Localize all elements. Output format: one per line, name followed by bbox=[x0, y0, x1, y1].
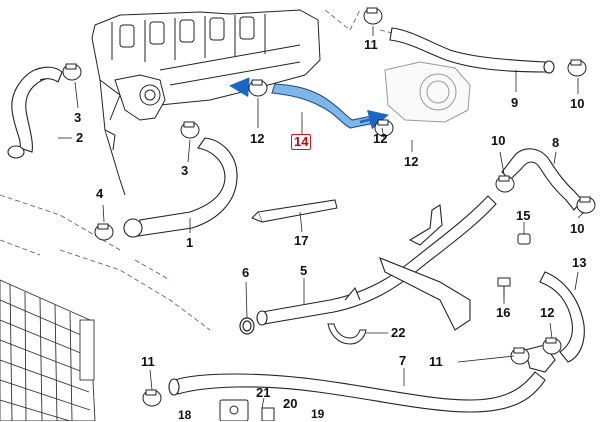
callout-3-upper[interactable]: 3 bbox=[74, 110, 82, 125]
callout-19[interactable]: 19 bbox=[311, 407, 325, 421]
clamp-4 bbox=[94, 223, 114, 241]
callout-7[interactable]: 7 bbox=[399, 353, 407, 368]
thermostat-housing bbox=[114, 74, 166, 121]
callout-11-bottom-left[interactable]: 11 bbox=[141, 354, 155, 369]
callout-11-bottom-right[interactable]: 11 bbox=[429, 354, 443, 369]
callout-17[interactable]: 17 bbox=[294, 233, 309, 248]
clamp-10b bbox=[495, 175, 515, 193]
callout-12-bottom[interactable]: 12 bbox=[540, 305, 555, 320]
callout-10-right-top[interactable]: 10 bbox=[570, 96, 585, 111]
leader-lines bbox=[58, 26, 584, 409]
clamp-3b bbox=[180, 121, 200, 139]
callout-10-middle[interactable]: 10 bbox=[491, 133, 506, 148]
clamp-11a bbox=[363, 7, 383, 25]
hose-2 bbox=[7, 66, 63, 159]
clamp-11c bbox=[142, 389, 162, 407]
clamp-10a bbox=[567, 59, 587, 77]
callout-8[interactable]: 8 bbox=[552, 135, 560, 150]
bottom-parts-18-21 bbox=[219, 399, 275, 421]
callout-5[interactable]: 5 bbox=[300, 263, 308, 278]
callout-1[interactable]: 1 bbox=[186, 235, 194, 250]
callout-18[interactable]: 18 bbox=[178, 408, 192, 422]
callout-9[interactable]: 9 bbox=[511, 95, 519, 110]
callout-11-top[interactable]: 11 bbox=[364, 37, 378, 52]
callout-15[interactable]: 15 bbox=[516, 208, 531, 223]
callout-14-highlighted[interactable]: 14 bbox=[291, 134, 312, 150]
hose-clamps bbox=[62, 7, 596, 407]
plug-15 bbox=[517, 233, 531, 245]
hose-9 bbox=[389, 27, 555, 74]
callout-4[interactable]: 4 bbox=[96, 186, 104, 201]
bracket-22 bbox=[327, 323, 367, 345]
callout-22[interactable]: 22 bbox=[391, 325, 406, 340]
clamp-12d bbox=[542, 337, 562, 355]
callout-2[interactable]: 2 bbox=[76, 130, 84, 145]
strap-17 bbox=[251, 199, 338, 223]
clamp-12a bbox=[248, 79, 268, 97]
clamp-3a bbox=[62, 63, 82, 81]
callout-20[interactable]: 20 bbox=[283, 396, 298, 411]
callout-12-left[interactable]: 12 bbox=[250, 131, 265, 146]
callout-13[interactable]: 13 bbox=[572, 255, 587, 270]
callout-6[interactable]: 6 bbox=[242, 265, 250, 280]
o-ring-6 bbox=[239, 317, 255, 335]
callout-21[interactable]: 21 bbox=[256, 385, 271, 400]
clamp-11b bbox=[510, 347, 530, 365]
hose-14-highlighted bbox=[229, 77, 389, 130]
pipe-5 bbox=[256, 195, 497, 331]
callout-12-middle[interactable]: 12 bbox=[373, 131, 388, 146]
callout-12-right[interactable]: 12 bbox=[404, 154, 419, 169]
callout-3-lower[interactable]: 3 bbox=[181, 163, 189, 178]
clamp-10c bbox=[576, 196, 596, 214]
callout-16[interactable]: 16 bbox=[496, 305, 511, 320]
bolt-16 bbox=[497, 277, 511, 298]
radiator bbox=[0, 279, 96, 421]
hose-1 bbox=[123, 137, 238, 238]
callout-10-right-bottom[interactable]: 10 bbox=[570, 221, 585, 236]
hose-13 bbox=[539, 271, 585, 363]
throttle-body bbox=[384, 61, 471, 123]
